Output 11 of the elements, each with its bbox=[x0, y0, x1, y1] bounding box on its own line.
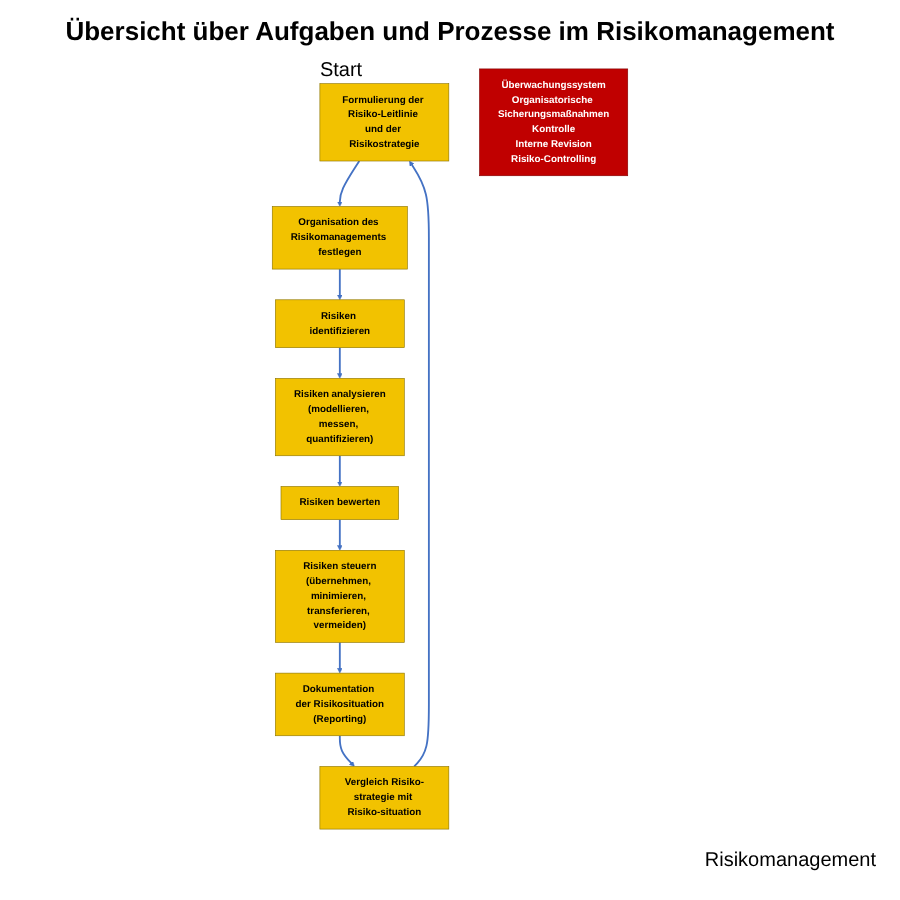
arrow bbox=[337, 518, 343, 551]
arrow bbox=[409, 160, 430, 768]
arrow bbox=[338, 734, 355, 767]
node-caption: Start bbox=[319, 59, 363, 82]
arrow bbox=[337, 454, 343, 487]
footer-text: Risikomanagement bbox=[704, 850, 876, 872]
arrow bbox=[337, 641, 343, 674]
arrow bbox=[337, 346, 343, 379]
arrow bbox=[337, 268, 343, 301]
diagram-title: Übersicht über Aufgaben und Prozesse im Risikomanagement bbox=[63, 16, 837, 46]
arrow bbox=[337, 160, 361, 207]
